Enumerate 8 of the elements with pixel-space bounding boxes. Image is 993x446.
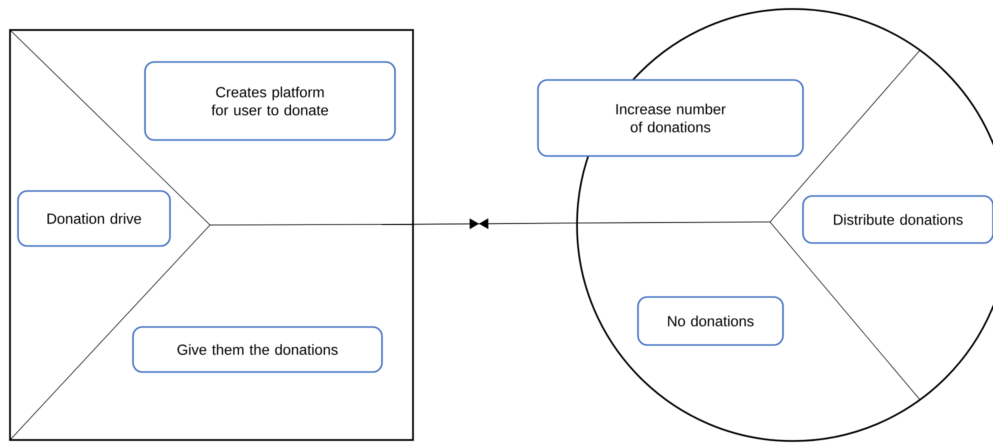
text-box: Increase number of donations [537, 79, 804, 157]
text-box: Donation drive [17, 190, 171, 247]
text-box: Creates platform for user to donate [144, 61, 396, 141]
text-box: Give them the donations [132, 326, 383, 373]
canvas-circle [576, 8, 993, 442]
text-box: Distribute donations [802, 195, 993, 244]
canvas-square [9, 29, 414, 441]
text-box: No donations [637, 296, 784, 346]
